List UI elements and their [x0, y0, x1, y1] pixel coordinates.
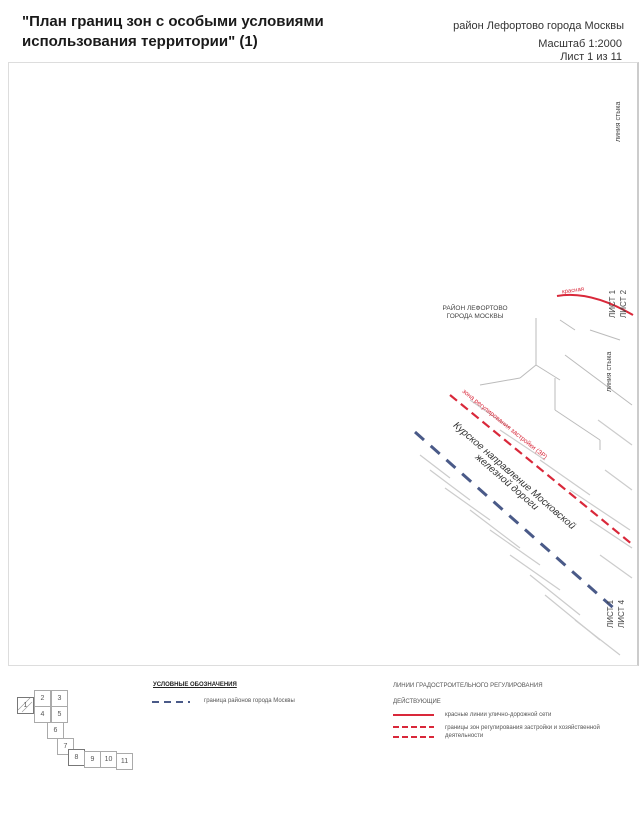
sheet-cell[interactable]: 5 — [51, 706, 68, 723]
legend-title: УСЛОВНЫЕ ОБОЗНАЧЕНИЯ — [153, 682, 237, 688]
zone-boundary-line — [449, 394, 634, 546]
legend-zone-boundaries: границы зон регулирования застройки и хо… — [445, 724, 600, 740]
sheet-1-label-b: ЛИСТ 1 — [606, 599, 615, 628]
sheet-cell[interactable]: 1 — [17, 697, 34, 714]
sheet-cell[interactable]: 4 — [34, 706, 51, 723]
sheet-cell[interactable]: 8 — [68, 749, 85, 766]
district-label-line2: ГОРОДА МОСКВЫ — [446, 313, 504, 320]
gray-streets — [479, 318, 633, 450]
sheet-cell[interactable]: 9 — [84, 751, 101, 768]
hatching — [419, 399, 633, 656]
sheet-cell[interactable]: 2 — [34, 690, 51, 707]
district-name: район Лефортово города Москвы — [453, 20, 624, 32]
joint-line-label: линия стыка — [615, 101, 622, 142]
sheet-cell[interactable]: 10 — [100, 751, 117, 768]
sheet-1-label: ЛИСТ 1 — [608, 289, 617, 318]
sheet-cell[interactable]: 11 — [116, 753, 133, 770]
sheet-cell[interactable]: 6 — [47, 722, 64, 739]
sheet-4-label: ЛИСТ 4 — [617, 599, 626, 628]
title-line-1: "План границ зон с особыми условиями — [22, 13, 324, 30]
map-frame — [8, 62, 639, 666]
scale-text: Масштаб 1:2000 — [538, 38, 622, 50]
district-label-line1: РАЙОН ЛЕФОРТОВО — [442, 305, 508, 312]
sheet-cell[interactable]: 3 — [51, 690, 68, 707]
sheet-2-label: ЛИСТ 2 — [619, 289, 628, 318]
district-boundary-line — [414, 430, 619, 614]
document-title: "План границ зон с особыми условиями испо… — [22, 12, 324, 52]
legend-red-lines: красные линии улично-дорожной сети — [445, 712, 552, 718]
legend-zone-line1: границы зон регулирования застройки и хо… — [445, 725, 600, 731]
red-line — [556, 293, 634, 316]
sheet-index-hatch — [17, 697, 33, 713]
legend-zone-line2: деятельности — [445, 733, 484, 739]
sheet-number: Лист 1 из 11 — [560, 51, 622, 63]
legend-regulation-title: ЛИНИИ ГРАДОСТРОИТЕЛЬНОГО РЕГУЛИРОВАНИЯ — [393, 683, 543, 689]
legend-district-boundary: граница районов города Москвы — [204, 698, 295, 704]
title-line-2: использования территории" (1) — [22, 33, 258, 50]
legend-existing: ДЕЙСТВУЮЩИЕ — [393, 699, 441, 705]
joint-line-label-2: линия стыка — [606, 351, 613, 392]
